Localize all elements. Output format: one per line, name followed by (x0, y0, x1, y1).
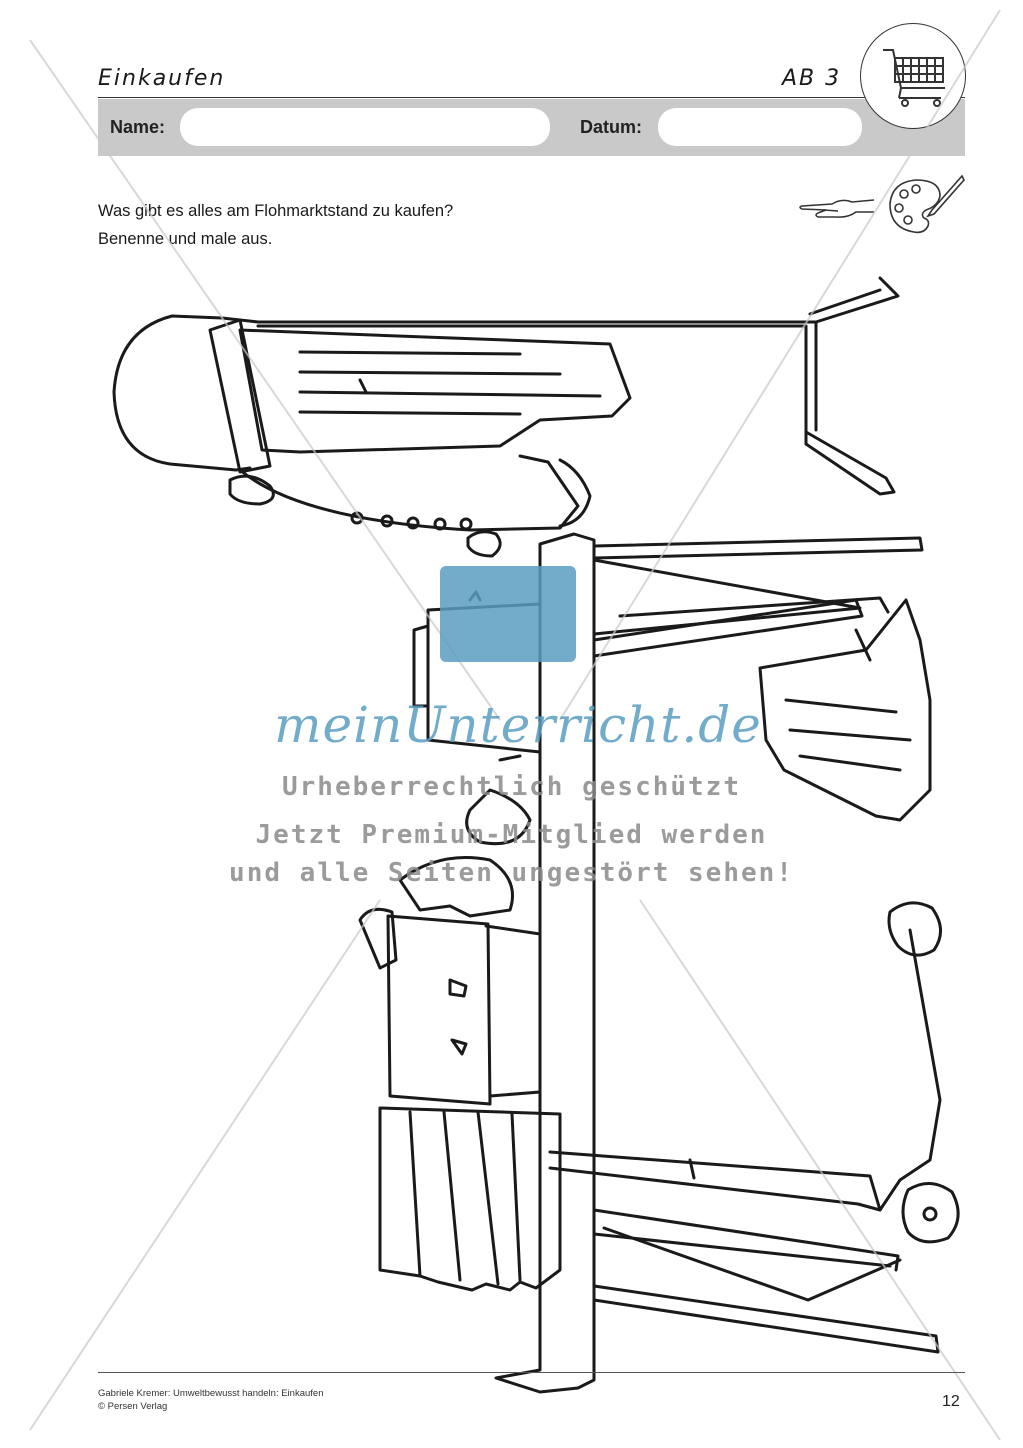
watermark-line-1: Urheberrechtlich geschützt (282, 772, 741, 802)
pointing-hand-icon (796, 192, 876, 231)
stuffed-animal (398, 856, 514, 918)
footer-credit: Gabriele Kremer: Umweltbewusst handeln: … (98, 1388, 324, 1399)
footer-divider (98, 1372, 965, 1373)
name-label: Name: (110, 117, 166, 137)
watermark-line-2: Jetzt Premium-Mitglied werden (255, 820, 768, 850)
sheet-code: AB 3 (782, 66, 842, 91)
table (494, 532, 596, 1394)
footer-publisher: © Persen Verlag (98, 1401, 168, 1412)
watermark-logo-icon (440, 566, 576, 662)
ice-skate (758, 598, 932, 822)
paint-palette-icon (884, 172, 966, 247)
page-number: 12 (942, 1393, 960, 1410)
shopping-cart-icon (860, 23, 966, 129)
clothes-rack-leg (804, 430, 896, 496)
name-field[interactable] (180, 108, 550, 146)
worksheet-title: Einkaufen (98, 66, 226, 91)
date-label: Datum: (580, 117, 642, 137)
watermark-line-3: und alle Seiten ungestört sehen! (229, 858, 794, 888)
suitcase (386, 914, 492, 1106)
cable-plug (465, 788, 532, 846)
clothes-rack-rail (112, 276, 900, 472)
scooter (887, 901, 942, 957)
jacket (238, 328, 632, 454)
instruction-line-2: Benenne und male aus. (98, 230, 273, 248)
header-divider (98, 97, 965, 98)
instruction-line-1: Was gibt es alles am Flohmarktstand zu k… (98, 202, 454, 220)
date-field[interactable] (658, 108, 862, 146)
book-stack (378, 1106, 562, 1292)
watermark-logo: meinUnterricht.de (274, 696, 762, 754)
hanger (208, 318, 272, 474)
